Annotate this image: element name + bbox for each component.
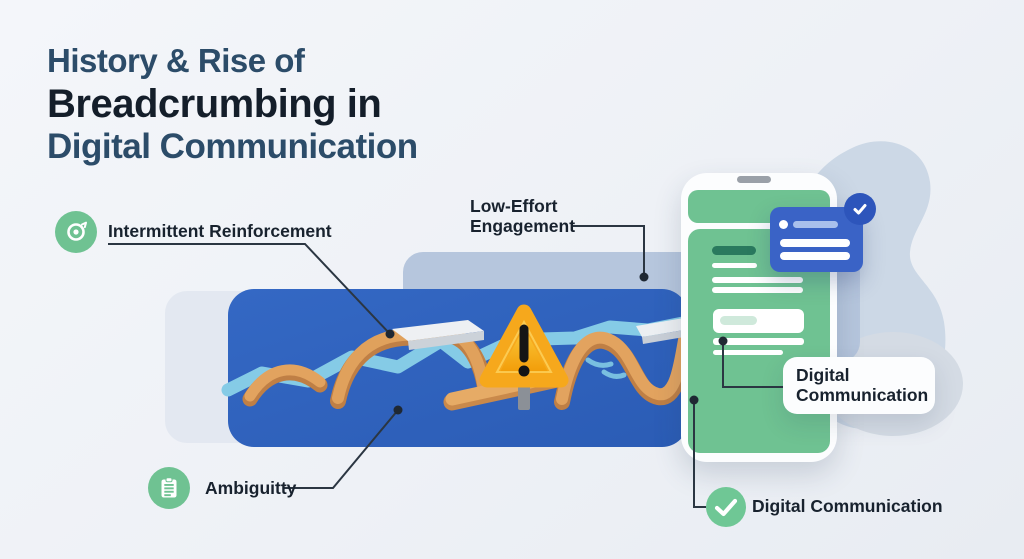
notification-text-bar [780,252,850,260]
notification-text-bar [780,239,850,247]
screen-input-placeholder-pill [720,316,757,325]
white-slab-left [392,320,484,350]
digital-communication-footer-label: Digital Communication [752,496,943,516]
ambiguity-label: Ambiguitty [205,478,297,498]
check-badge [844,193,876,225]
warning-triangle-sign [479,304,569,410]
notification-card [770,193,876,272]
screen-text-line [713,350,783,355]
screen-text-line [713,338,804,345]
check-circle-icon [706,487,746,527]
tag-line-1: Digital [796,365,850,385]
digital-communication-check [706,487,746,527]
infographic-title: History & Rise of Breadcrumbing in Digit… [47,40,418,168]
low-effort-line-1: Low-Effort [470,196,558,216]
notification-title-bar [793,221,838,228]
white-slab-right [636,318,690,344]
water-ripples [585,357,627,379]
exclamation-icon [518,324,530,377]
notification-avatar-dot [779,220,788,229]
screen-title-pill [712,246,756,255]
digital-communication-tag: Digital Communication [783,357,935,414]
gauge-icon [67,221,87,241]
screen-text-line [712,277,803,283]
title-line-1: History & Rise of [47,42,305,79]
intermittent-reinforcement-label: Intermittent Reinforcement [108,221,332,241]
phone-speaker [737,176,771,183]
sign-post [518,383,530,410]
check-badge-icon [853,204,867,215]
tag-line-2: Communication [796,385,929,405]
intermittent-reinforcement-badge [55,211,97,253]
screen-text-line [712,263,757,268]
title-line-2: Breadcrumbing in [47,82,382,126]
title-line-3: Digital Communication [47,127,418,166]
screen-input-box [713,309,804,333]
low-effort-line-2: Engagement [470,215,576,236]
ambiguity-badge [148,467,190,509]
low-effort-engagement-label: Low-Effort Engagement [470,196,576,236]
screen-text-line [712,287,803,293]
clipboard-icon [161,477,177,498]
